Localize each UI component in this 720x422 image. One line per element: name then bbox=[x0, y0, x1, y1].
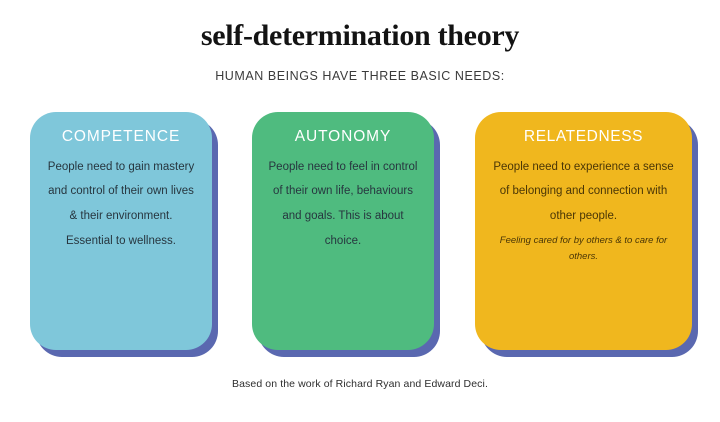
needs-card-row: COMPETENCE People need to gain mastery a… bbox=[30, 112, 698, 357]
card-note-text: Feeling cared for by others & to care fo… bbox=[499, 234, 668, 263]
card-surface: COMPETENCE People need to gain mastery a… bbox=[30, 112, 212, 350]
card-relatedness: RELATEDNESS People need to experience a … bbox=[475, 112, 698, 357]
card-body-text: People need to feel in control of their … bbox=[268, 160, 418, 247]
page-title: self-determination theory bbox=[200, 19, 520, 52]
card-heading: COMPETENCE bbox=[61, 128, 181, 145]
attribution-footer: Based on the work of Richard Ryan and Ed… bbox=[232, 378, 488, 390]
page-subtitle: HUMAN BEINGS HAVE THREE BASIC NEEDS: bbox=[215, 69, 505, 83]
card-surface: AUTONOMY People need to feel in control … bbox=[252, 112, 434, 350]
card-autonomy: AUTONOMY People need to feel in control … bbox=[252, 112, 440, 357]
card-surface: RELATEDNESS People need to experience a … bbox=[475, 112, 692, 350]
card-heading: RELATEDNESS bbox=[523, 128, 644, 145]
card-competence: COMPETENCE People need to gain mastery a… bbox=[30, 112, 218, 357]
card-body-text: People need to gain mastery and control … bbox=[47, 160, 195, 247]
card-body-text: People need to experience a sense of bel… bbox=[493, 160, 674, 223]
card-heading: AUTONOMY bbox=[294, 128, 392, 145]
